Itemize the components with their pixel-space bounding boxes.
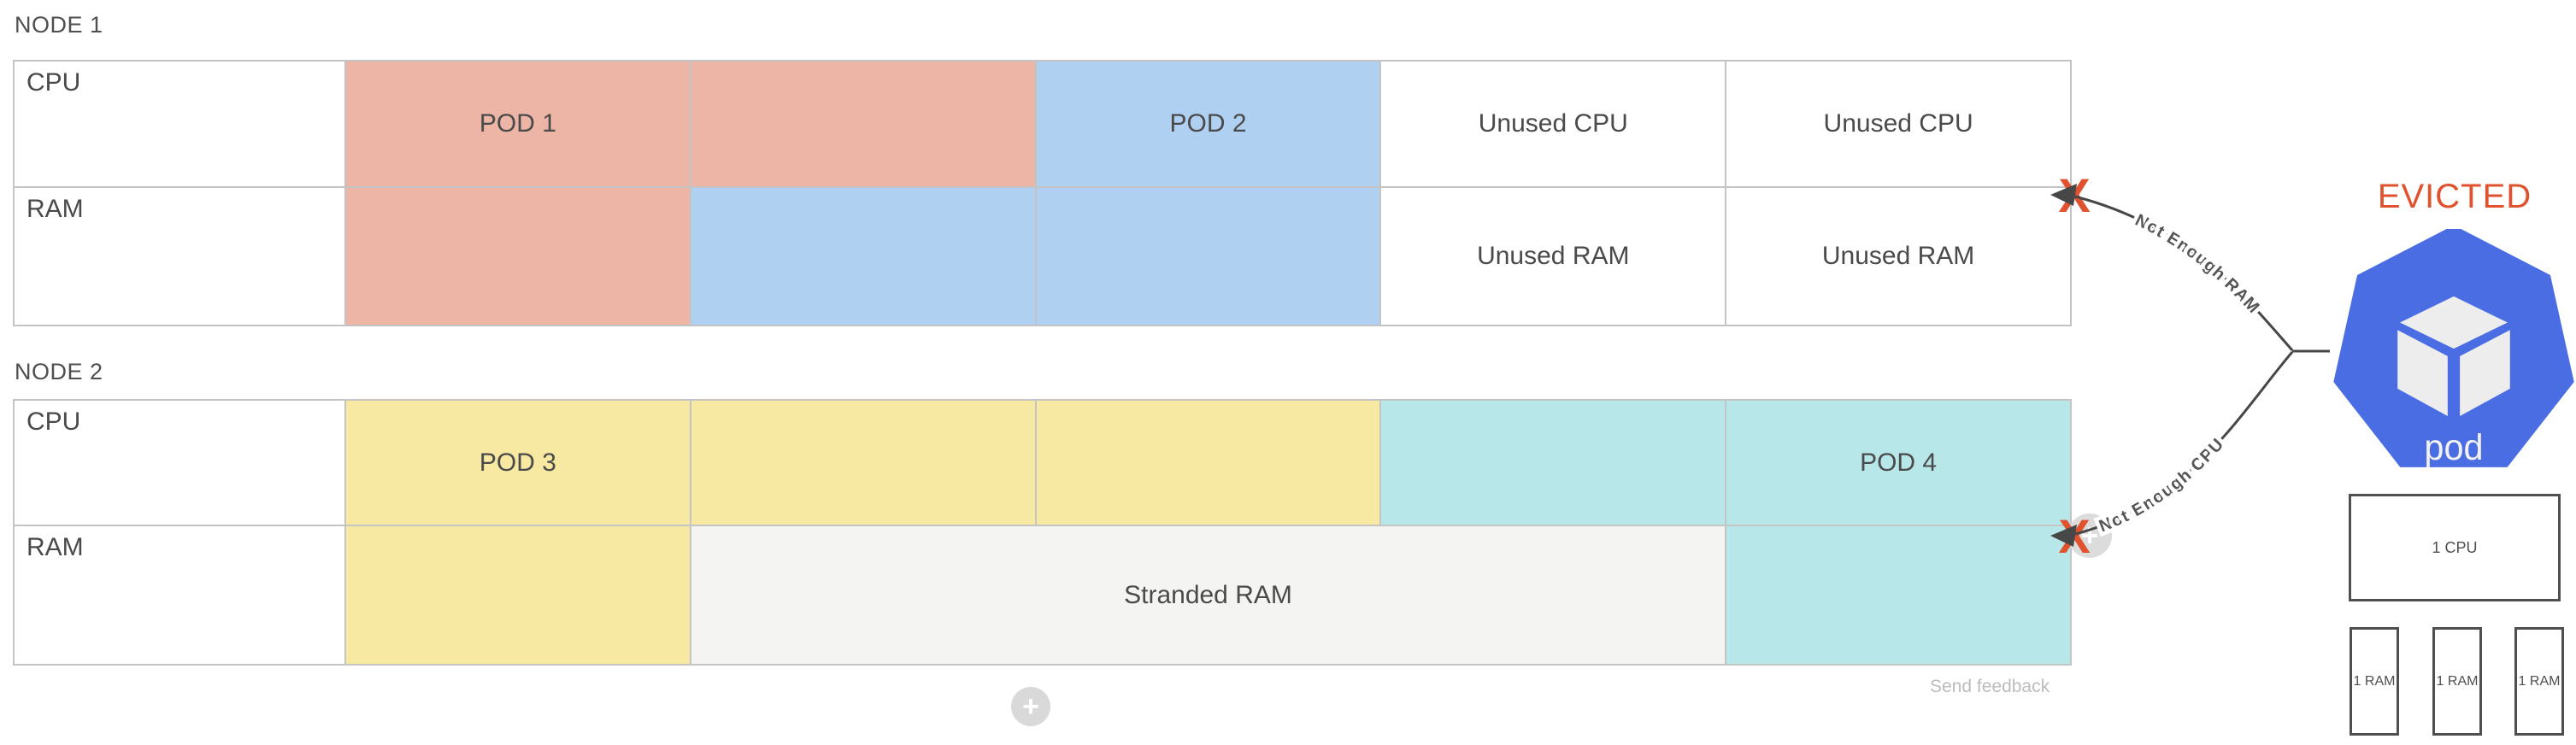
node2-cpu-row-header: CPU [15,401,344,525]
not-enough-ram-label: Not Enough RAM [2132,211,2263,318]
node1-pod1-ram-cell [346,188,690,325]
not-enough-ram-arrow [2067,193,2294,351]
node1-unused-cpu-cell-2: Unused CPU [1726,62,2070,186]
node1-title: NODE 1 [15,12,103,38]
node1-unused-cpu-cell-1: Unused CPU [1381,62,1726,186]
ram-requirement-label: 1 RAM [2518,673,2561,689]
ram-requirement-label: 1 RAM [2436,673,2479,689]
kubernetes-pod-icon: pod [2333,229,2574,467]
node2-pod3-ram-cell [346,526,690,664]
node2-ram-row-header: RAM [15,526,344,664]
node1-pod1-cpu-cell-2 [691,62,1035,186]
evicted-ram-requirement-box-1: 1 RAM [2350,627,2399,736]
node1-ram-row-header: RAM [15,188,344,325]
node2-pod4-cpu-cell-1 [1381,401,1726,525]
node1-resource-table: CPU POD 1 POD 2 Unused CPU Unused CPU RA… [13,60,2072,326]
node2-pod3-cpu-cell: POD 3 [346,401,690,525]
node2-pod3-cpu-cell-3 [1036,401,1380,525]
node2-pod3-cpu-cell-2 [691,401,1035,525]
node1-cpu-row-header: CPU [15,62,344,186]
node2-stranded-ram-cell: Stranded RAM [691,526,1726,664]
add-node-button[interactable]: + [1011,687,1050,726]
node1-pod1-cpu-cell: POD 1 [346,62,690,186]
node1-pod2-cpu-cell: POD 2 [1036,62,1380,186]
node2-resource-table: CPU POD 3 POD 4 RAM Stranded RAM [13,399,2072,666]
plus-icon: + [2080,518,2099,553]
node2-pod4-cpu-cell-2: POD 4 [1726,401,2070,525]
pod-icon-label: pod [2424,427,2483,467]
node1-pod2-ram-cell-2 [1036,188,1380,325]
node2-title: NODE 2 [15,359,103,384]
cube-left-face [2397,330,2448,416]
evicted-label: EVICTED [2377,178,2532,215]
plus-icon: + [1022,689,1039,723]
node1-pod2-ram-cell-1 [691,188,1035,325]
send-feedback-link[interactable]: Send feedback [1930,677,2050,696]
not-enough-cpu-arrow [2067,351,2294,537]
cube-right-face [2460,330,2510,416]
not-enough-cpu-label: Not Enough CPU [2097,435,2228,537]
evicted-cpu-requirement-box: 1 CPU [2349,494,2561,601]
node2-add-button[interactable]: + [2067,513,2112,558]
node1-unused-ram-cell-2: Unused RAM [1726,188,2070,325]
cpu-requirement-label: 1 CPU [2432,538,2478,556]
evicted-ram-requirement-box-2: 1 RAM [2432,627,2482,736]
node2-pod4-ram-cell [1726,526,2070,664]
ram-requirement-label: 1 RAM [2353,673,2396,689]
evicted-ram-requirement-box-3: 1 RAM [2514,627,2564,736]
node1-unused-ram-cell-1: Unused RAM [1381,188,1726,325]
